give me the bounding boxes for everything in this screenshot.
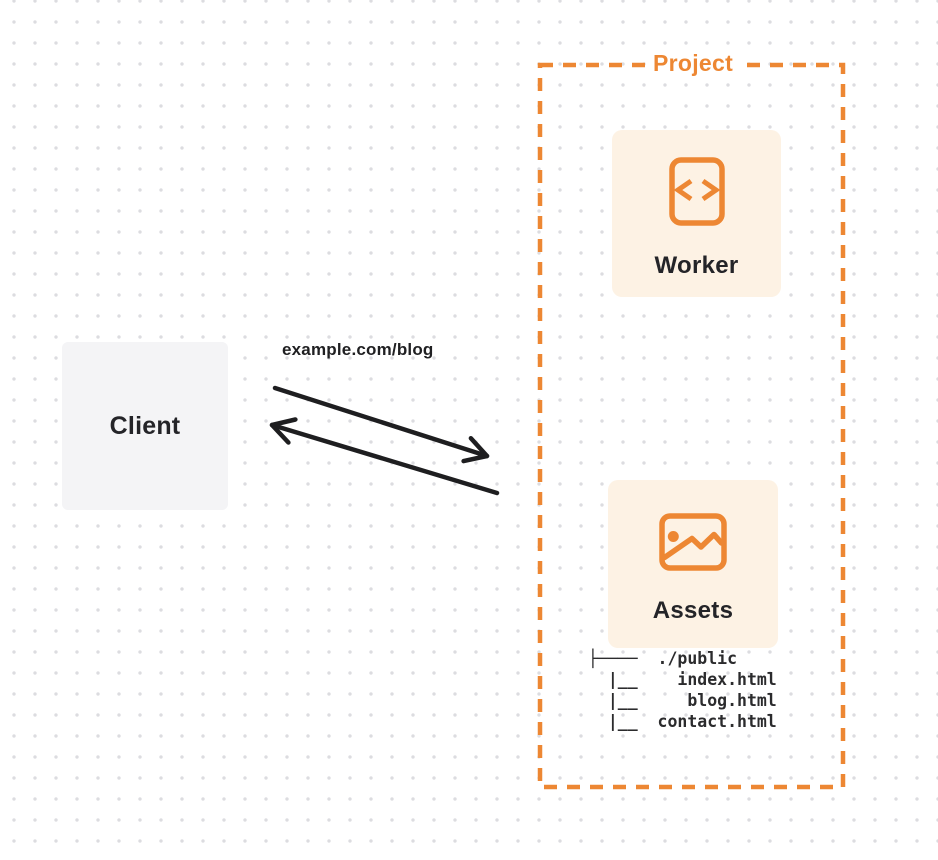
response-arrow (269, 417, 500, 496)
client-label: Client (109, 411, 181, 440)
tree-line-blog: |__ blog.html (588, 691, 777, 710)
worker-label: Worker (654, 252, 739, 279)
project-boundary-label: Project (647, 50, 739, 77)
client-node: Client (62, 342, 228, 510)
assets-label: Assets (652, 597, 734, 624)
assets-node: Assets (608, 480, 778, 648)
tree-line-index: |__ index.html (588, 670, 777, 689)
request-arrow (272, 385, 490, 464)
request-url-label: example.com/blog (282, 340, 434, 359)
code-file-icon (668, 157, 725, 226)
tree-line-root: ├──── ./public (588, 649, 738, 668)
tree-line-contact: |__ contact.html (588, 712, 777, 731)
image-icon (659, 513, 727, 571)
assets-file-tree: ├──── ./public |__ index.html |__ blog.h… (588, 648, 777, 732)
worker-node: Worker (612, 130, 781, 297)
